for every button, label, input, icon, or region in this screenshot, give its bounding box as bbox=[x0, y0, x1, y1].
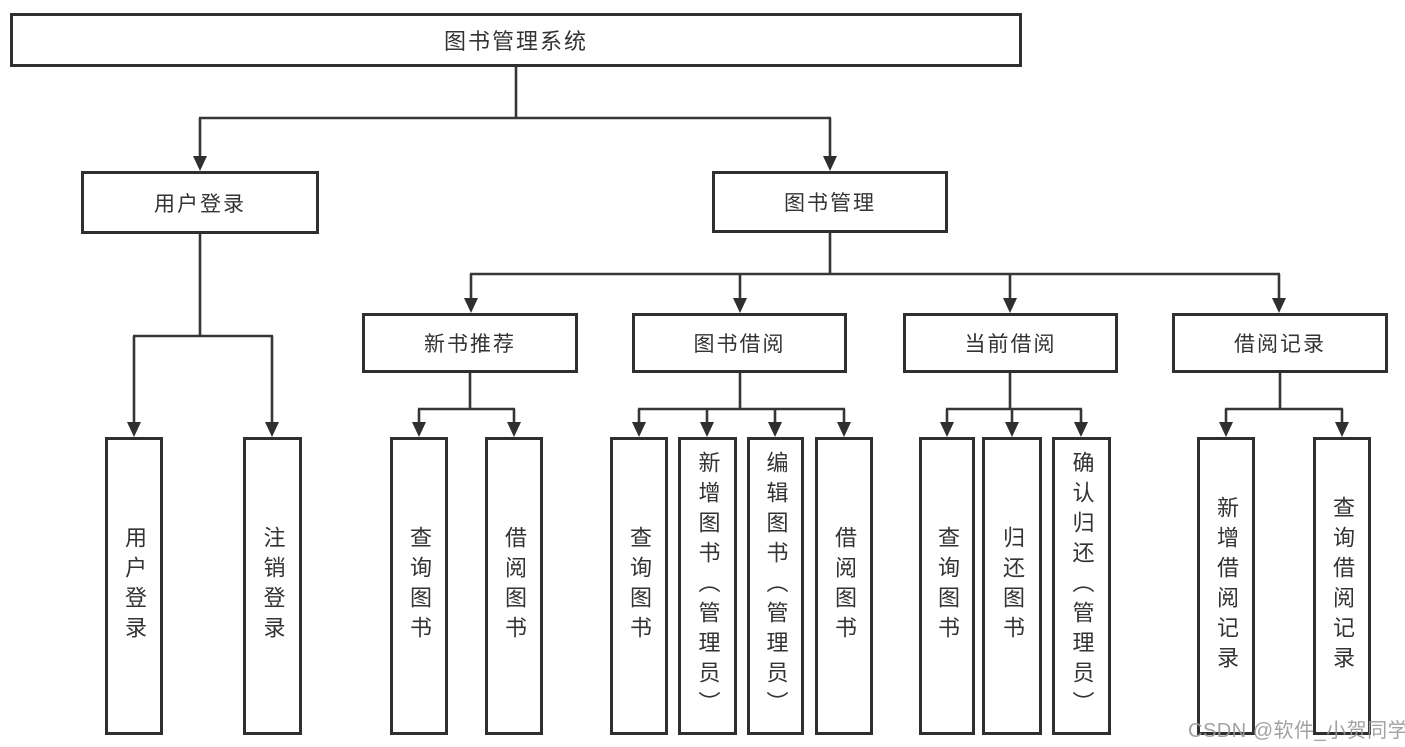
leaf-return-book-label: 归还图书 bbox=[1000, 526, 1025, 646]
leaf-borrow-book: 借阅图书 bbox=[815, 437, 873, 735]
leaf-add-borrow-record: 新增借阅记录 bbox=[1197, 437, 1255, 735]
csdn-watermark: CSDN @软件_小贺同学 bbox=[1188, 720, 1405, 742]
node-book-borrow: 图书借阅 bbox=[632, 313, 847, 373]
leaf-query-books-recommend: 查询图书 bbox=[390, 437, 448, 735]
node-book-management: 图书管理 bbox=[712, 171, 948, 233]
leaf-query-books-current: 查询图书 bbox=[919, 437, 975, 735]
leaf-add-book-admin-label: 新增图书（管理员） bbox=[695, 451, 721, 721]
leaf-return-book: 归还图书 bbox=[982, 437, 1042, 735]
node-current-borrow: 当前借阅 bbox=[903, 313, 1118, 373]
connector-segments bbox=[132, 66, 1344, 424]
leaf-query-books-borrow-label: 查询图书 bbox=[627, 526, 652, 646]
leaf-logout-label: 注销登录 bbox=[260, 526, 286, 646]
leaf-query-books-current-label: 查询图书 bbox=[935, 526, 960, 646]
node-new-book-recommend: 新书推荐 bbox=[362, 313, 578, 373]
leaf-user-login: 用户登录 bbox=[105, 437, 163, 735]
leaf-user-login-label: 用户登录 bbox=[122, 526, 147, 646]
node-borrow-records: 借阅记录 bbox=[1172, 313, 1388, 373]
leaf-edit-book-admin-label: 编辑图书（管理员） bbox=[763, 451, 789, 721]
leaf-query-books-borrow: 查询图书 bbox=[610, 437, 668, 735]
leaf-edit-book-admin: 编辑图书（管理员） bbox=[747, 437, 804, 735]
node-user-login: 用户登录 bbox=[81, 171, 319, 234]
leaf-borrow-book-recommend: 借阅图书 bbox=[485, 437, 543, 735]
leaf-query-books-recommend-label: 查询图书 bbox=[407, 526, 432, 646]
leaf-confirm-return-admin: 确认归还（管理员） bbox=[1052, 437, 1111, 735]
leaf-query-borrow-record: 查询借阅记录 bbox=[1313, 437, 1371, 735]
leaf-logout: 注销登录 bbox=[243, 437, 302, 735]
node-library-system: 图书管理系统 bbox=[10, 13, 1022, 67]
leaf-query-borrow-record-label: 查询借阅记录 bbox=[1330, 496, 1355, 676]
leaf-add-book-admin: 新增图书（管理员） bbox=[678, 437, 737, 735]
leaf-confirm-return-admin-label: 确认归还（管理员） bbox=[1069, 451, 1095, 721]
arrowheads bbox=[127, 156, 1349, 437]
leaf-add-borrow-record-label: 新增借阅记录 bbox=[1214, 496, 1239, 676]
leaf-borrow-book-recommend-label: 借阅图书 bbox=[502, 526, 527, 646]
leaf-borrow-book-label: 借阅图书 bbox=[832, 526, 857, 646]
